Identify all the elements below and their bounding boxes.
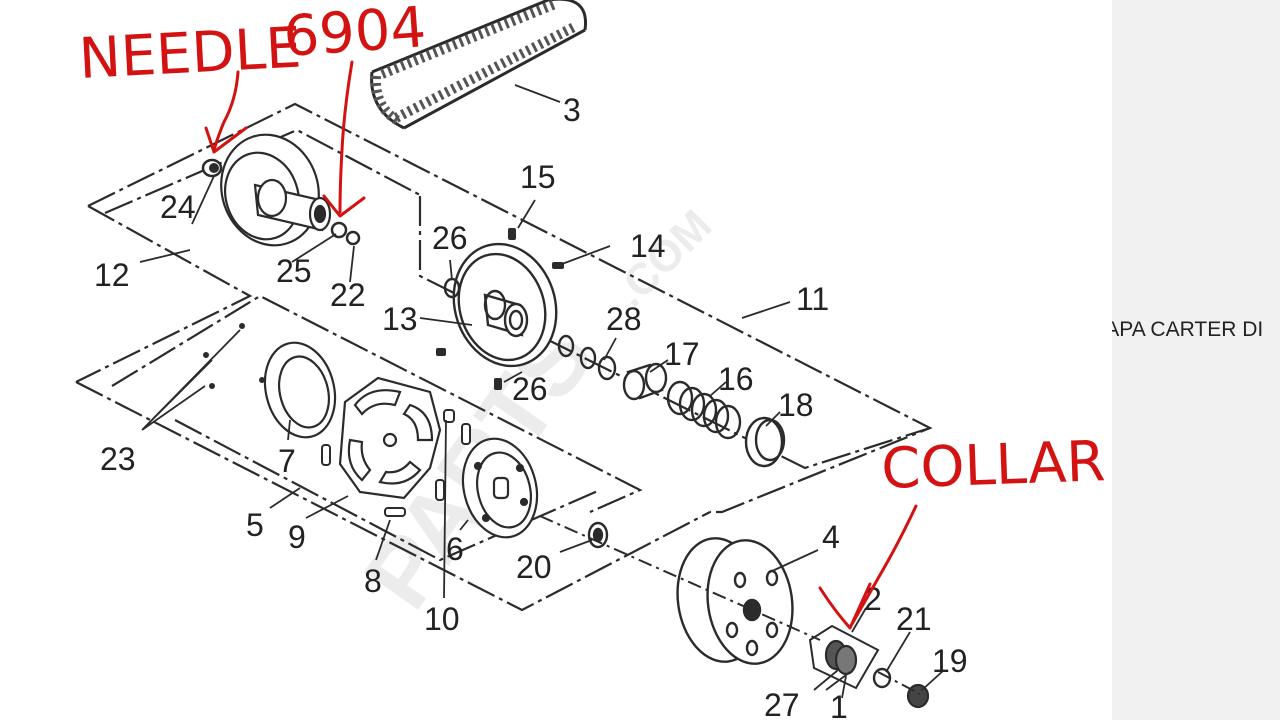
clutch-shoes-9 [338,376,442,500]
collar-2-box [808,624,880,690]
collar-2 [824,639,858,676]
plate-7 [263,341,337,439]
callout-17: 17 [664,336,700,372]
outline-inner-upper [104,128,421,215]
callout-16: 16 [718,361,754,397]
callout-13: 13 [382,301,418,337]
callout-24: 24 [160,189,196,225]
callout-5: 5 [246,507,264,543]
callout-11: 11 [796,281,829,317]
arrow-needle [212,70,240,152]
annotation-6904: 6904 [281,0,428,70]
callout-12: 12 [94,257,130,293]
callout-4: 4 [822,519,840,555]
callout-15: 15 [520,159,556,195]
outline-lower-assembly [75,381,711,612]
needle-bearing-24 [201,158,223,178]
arrow-6904 [338,60,354,214]
leader-lines [139,84,945,699]
side-caption: TAPA CARTER DI [1112,318,1264,341]
outline-clutch-group [111,294,643,514]
callout-20: 20 [516,549,552,585]
clutch-carrier-6 [461,437,539,539]
callout-28: 28 [606,301,642,337]
movable-driven-face [452,242,558,368]
annotation-collar: COLLAR [880,429,1106,502]
callout-6: 6 [446,531,464,567]
outline-upper-left [75,205,253,383]
arrow-collar [850,504,918,626]
guide-collar-17 [622,362,668,401]
annotation-needle: NEEDLE [77,15,302,92]
callout-25: 25 [276,253,312,289]
callout-1: 1 [830,689,848,720]
callout-18: 18 [778,387,814,423]
diagram-canvas: PARTS .COM [75,0,1106,725]
exploded-parts-diagram: PARTS .COM [75,0,1107,725]
center-axis [539,515,921,695]
callout-10: 10 [424,601,460,637]
screws-23 [203,323,265,389]
callout-numbers: 3 15 14 26 24 12 25 22 13 11 28 17 26 16… [94,92,968,725]
handwritten-annotations: NEEDLE 6904 COLLAR [77,0,1106,630]
drive-belt [370,0,588,130]
callout-23: 23 [100,441,136,477]
callout-27: 27 [764,687,800,720]
spring-16 [666,380,742,440]
group-outlines [75,102,933,612]
callout-3: 3 [563,92,581,128]
callout-9: 9 [288,519,306,555]
clutch-bell-4 [676,537,794,665]
outline-spring-group [418,196,931,470]
side-panel: TAPA CARTER DI [1112,0,1280,720]
spring-seat-18 [744,416,786,468]
callout-7: 7 [278,443,296,479]
callout-26-lower: 26 [512,371,548,407]
small-parts-13 [436,228,564,390]
arrowhead-needle [204,126,248,154]
driven-face-pulley [220,133,332,247]
outline-clutch-inner [174,419,601,562]
springs-8-10 [321,409,471,517]
callout-22: 22 [330,277,366,313]
callout-8: 8 [364,563,382,599]
callout-19: 19 [932,643,968,679]
arrowhead-collar [818,582,872,630]
callout-14: 14 [630,228,666,264]
washer-20 [587,521,609,549]
arrowhead-6904 [322,194,366,218]
callout-26-upper: 26 [432,220,468,256]
bearing-25-22 [330,221,361,246]
callout-21: 21 [896,601,932,637]
